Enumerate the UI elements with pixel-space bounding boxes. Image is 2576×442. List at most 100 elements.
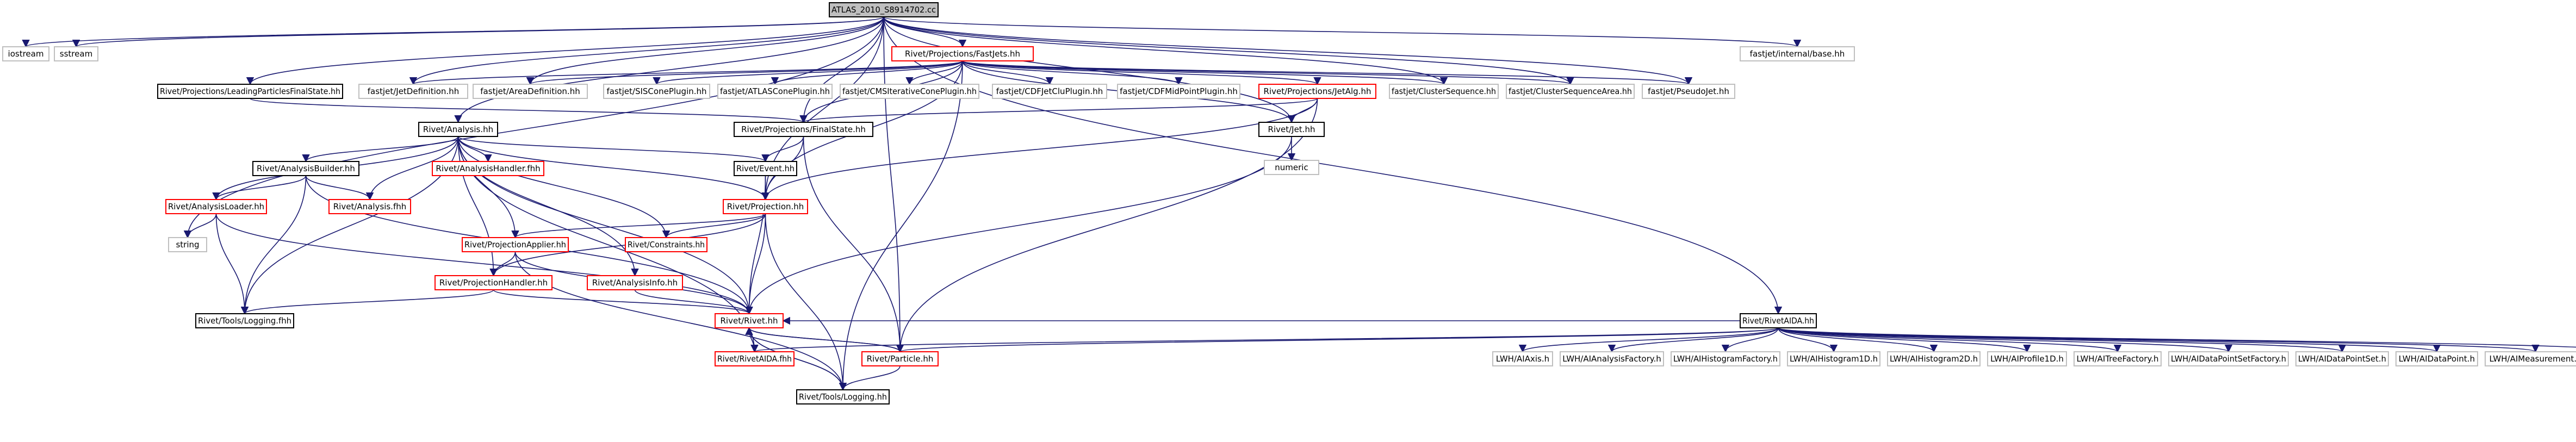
node-h2d: LWH/AIHistogram2D.h <box>1887 351 1981 366</box>
node-label: LWH/AIHistogramFactory.h <box>1673 354 1778 364</box>
node-cdfjetclu: fastjet/CDFJetCluPlugin.hh <box>992 84 1107 99</box>
node-box <box>2074 351 2162 366</box>
node-box <box>829 2 939 17</box>
edge-raida-to-dps <box>1778 327 2346 353</box>
node-box <box>358 84 468 99</box>
node-label: Rivet/Jet.hh <box>1268 124 1315 134</box>
edge-jetalg-to-particle <box>896 98 1318 353</box>
edge-analysis-to-projection <box>457 136 769 201</box>
edge-fastjets-to-cmscone <box>905 60 963 85</box>
node-axis: LWH/AIAxis.h <box>1492 351 1553 366</box>
node-label: Rivet/AnalysisBuilder.hh <box>257 164 355 173</box>
edge-jetalg-to-finalstate <box>799 98 1318 123</box>
node-box <box>165 199 267 214</box>
node-numeric: numeric <box>1264 160 1319 175</box>
edge-event-to-rivet <box>745 175 766 315</box>
node-box <box>2395 351 2478 366</box>
edge-projection-to-loghh <box>765 213 847 391</box>
edge-finalstate-to-event <box>761 136 804 163</box>
edge-root-to-sstream <box>72 16 884 48</box>
node-raidafhh[interactable]: Rivet/RivetAIDA.fhh <box>715 351 794 366</box>
node-abuilder[interactable]: Rivet/AnalysisBuilder.hh <box>252 161 359 176</box>
node-papplier[interactable]: Rivet/ProjectionApplier.hh <box>462 237 569 252</box>
node-label: Rivet/Analysis.fhh <box>333 202 407 211</box>
edge-analysis-to-abuilder <box>302 136 459 163</box>
node-hfac: LWH/AIHistogramFactory.h <box>1671 351 1780 366</box>
node-label: Rivet/Projections/FinalState.hh <box>741 124 866 134</box>
node-constraints[interactable]: Rivet/Constraints.hh <box>625 237 707 252</box>
edge-fastjets-to-loghh <box>839 60 963 391</box>
node-box <box>861 351 939 366</box>
edge-raida-to-dpsfac <box>1778 327 2232 353</box>
node-ahandler[interactable]: Rivet/AnalysisHandler.fhh <box>432 161 544 176</box>
node-label: LWH/AIHistogram2D.h <box>1890 354 1978 364</box>
node-label: Rivet/AnalysisHandler.fhh <box>436 164 540 173</box>
node-string: string <box>168 237 207 252</box>
node-particle[interactable]: Rivet/Particle.hh <box>861 351 939 366</box>
edge-root-to-clseqarea <box>883 16 1574 85</box>
node-cdfmidpt: fastjet/CDFMidPointPlugin.hh <box>1117 84 1240 99</box>
node-dp: LWH/AIDataPoint.h <box>2395 351 2478 366</box>
edge-loghh-to-rivet <box>745 327 843 390</box>
node-label: fastjet/ClusterSequence.hh <box>1392 86 1496 96</box>
node-jetdef: fastjet/JetDefinition.hh <box>358 84 468 99</box>
node-box <box>734 122 873 137</box>
node-finalstate[interactable]: Rivet/Projections/FinalState.hh <box>734 122 873 137</box>
edge-projection-to-constraints <box>662 213 766 239</box>
node-areadef: fastjet/AreaDefinition.hh <box>473 84 588 99</box>
node-label: LWH/AIAnalysisFactory.h <box>1562 354 1661 364</box>
edge-fastjets-to-cdfmidpt <box>962 60 1183 85</box>
edge-root-to-fjbase <box>883 16 1801 48</box>
edge-fastjets-to-jetalg <box>962 60 1321 85</box>
node-label: fastjet/CDFJetCluPlugin.hh <box>996 86 1103 96</box>
edge-fastjets-to-clseq <box>962 60 1448 85</box>
node-phandler[interactable]: Rivet/ProjectionHandler.hh <box>434 275 553 290</box>
node-afac: LWH/AIAnalysisFactory.h <box>1560 351 1664 366</box>
node-box <box>1258 122 1325 137</box>
node-box <box>434 275 553 290</box>
edge-abuilder-to-aloader <box>212 175 307 201</box>
node-logfhh[interactable]: Rivet/Tools/Logging.fhh <box>195 313 294 328</box>
edge-raida-to-axis <box>1519 327 1779 353</box>
node-label: LWH/AIProfile1D.h <box>1990 354 2064 364</box>
node-event[interactable]: Rivet/Event.hh <box>734 161 797 176</box>
node-label: Rivet/Event.hh <box>736 164 794 173</box>
node-label: fastjet/ATLASConePlugin.hh <box>720 86 830 96</box>
node-fastjets[interactable]: Rivet/Projections/FastJets.hh <box>891 46 1034 61</box>
node-ainfo[interactable]: Rivet/AnalysisInfo.hh <box>587 275 683 290</box>
node-clseq: fastjet/ClusterSequence.hh <box>1389 84 1499 99</box>
node-box <box>587 275 683 290</box>
node-label: LWH/AITreeFactory.h <box>2076 354 2158 364</box>
node-jet[interactable]: Rivet/Jet.hh <box>1258 122 1325 137</box>
node-box <box>1258 84 1376 99</box>
node-box <box>2 46 49 61</box>
node-box <box>328 199 411 214</box>
node-lpfs[interactable]: Rivet/Projections/LeadingParticlesFinalS… <box>157 84 343 99</box>
node-label: Rivet/ProjectionApplier.hh <box>464 240 566 250</box>
node-label: fastjet/JetDefinition.hh <box>368 86 459 96</box>
node-loghh[interactable]: Rivet/Tools/Logging.hh <box>796 389 890 404</box>
edge-abuilder-to-logfhh <box>240 175 307 315</box>
node-analysis[interactable]: Rivet/Analysis.hh <box>418 122 498 137</box>
node-aloader[interactable]: Rivet/AnalysisLoader.hh <box>165 199 267 214</box>
edge-analysis-to-ainfo <box>457 136 639 277</box>
edge-root-to-clseq <box>883 16 1448 85</box>
node-box <box>1642 84 1735 99</box>
edge-particle-to-loghh <box>839 365 901 391</box>
node-rivet[interactable]: Rivet/Rivet.hh <box>715 313 784 328</box>
node-raida[interactable]: Rivet/RivetAIDA.hh <box>1740 313 1817 328</box>
node-label: iostream <box>8 49 44 59</box>
node-label: Rivet/RivetAIDA.hh <box>1742 316 1814 326</box>
node-box <box>252 161 359 176</box>
node-label: fastjet/SISConePlugin.hh <box>606 86 706 96</box>
node-box <box>195 313 294 328</box>
node-afhh[interactable]: Rivet/Analysis.fhh <box>328 199 411 214</box>
edge-aloader-to-logfhh <box>215 213 249 315</box>
node-label: LWH/AIHistogram1D.h <box>1790 354 1878 364</box>
node-pseudojet: fastjet/PseudoJet.hh <box>1642 84 1735 99</box>
edge-root-to-jetdef <box>409 16 884 85</box>
node-projection[interactable]: Rivet/Projection.hh <box>723 199 808 214</box>
edge-root-to-particle <box>883 16 904 353</box>
node-box <box>1740 313 1817 328</box>
node-jetalg[interactable]: Rivet/Projections/JetAlg.hh <box>1258 84 1376 99</box>
